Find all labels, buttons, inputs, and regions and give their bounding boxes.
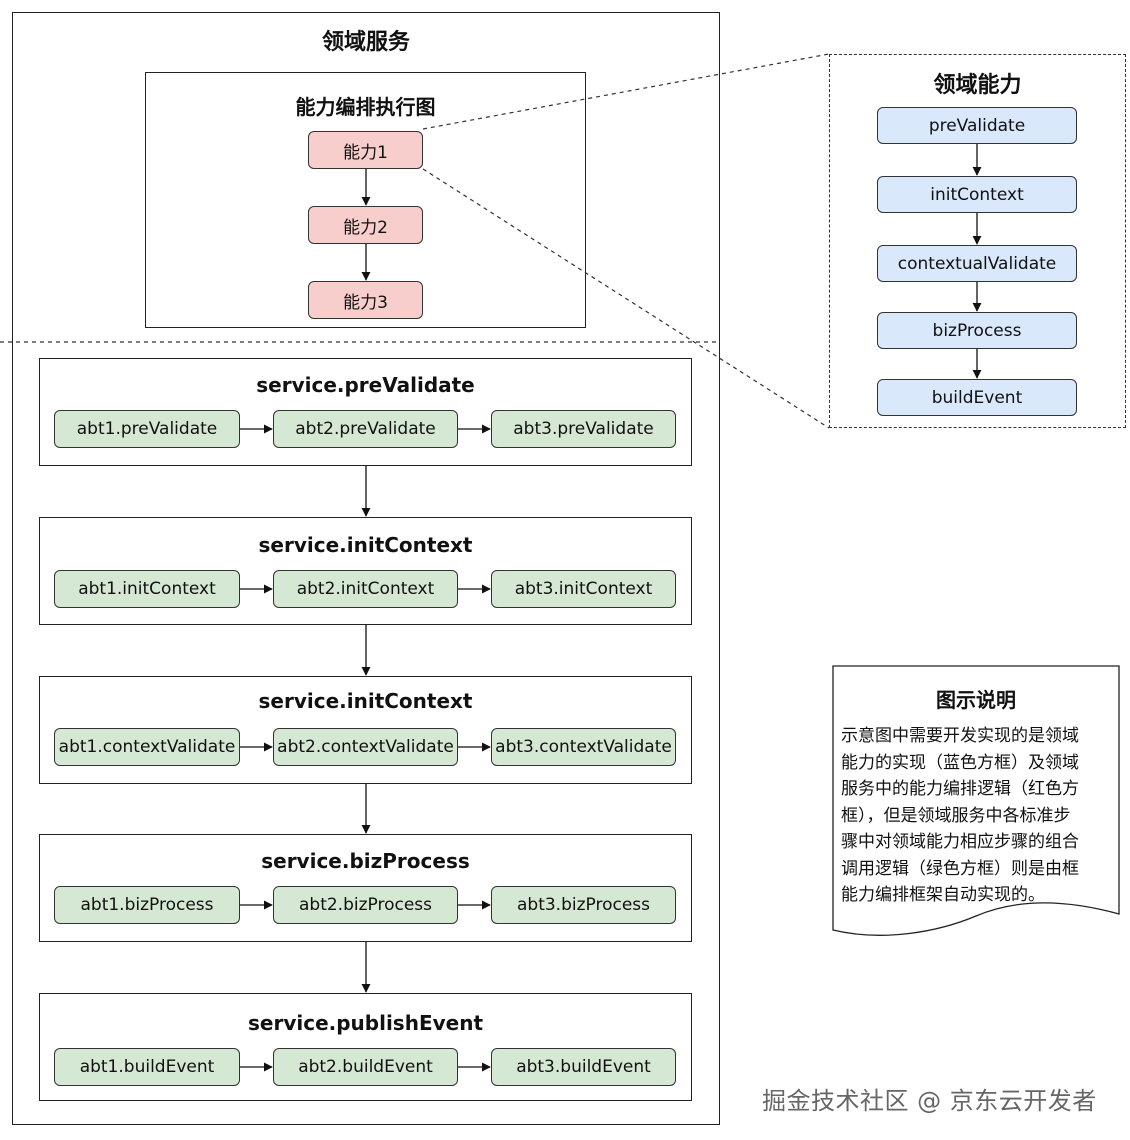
step2-item-3: abt3.initContext bbox=[491, 570, 676, 608]
step4-item-1: abt1.bizProcess bbox=[54, 886, 240, 924]
step-title-initcontext: service.initContext bbox=[258, 533, 473, 557]
step3-item-2: abt2.contextValidate bbox=[273, 728, 458, 766]
legend-line: 服务中的能力编排逻辑（红色方 bbox=[841, 779, 1079, 799]
step-title-prevalidate: service.preValidate bbox=[256, 373, 475, 397]
step3-item-3: abt3.contextValidate bbox=[491, 728, 676, 766]
step1-item-1: abt1.preValidate bbox=[54, 410, 240, 448]
step1-item-3: abt3.preValidate bbox=[491, 410, 676, 448]
ability-impl-bizprocess: bizProcess bbox=[877, 312, 1077, 349]
step2-item-1: abt1.initContext bbox=[54, 570, 240, 608]
step2-item-2: abt2.initContext bbox=[273, 570, 458, 608]
orchestration-title: 能力编排执行图 bbox=[295, 95, 436, 119]
domain-ability-title: 领域能力 bbox=[933, 73, 1022, 98]
step4-item-2: abt2.bizProcess bbox=[273, 886, 458, 924]
legend-line: 示意图中需要开发实现的是领域 bbox=[841, 726, 1079, 746]
legend-line: 能力的实现（蓝色方框）及领域 bbox=[841, 752, 1079, 773]
step5-item-2: abt2.buildEvent bbox=[273, 1048, 458, 1086]
legend-line: 能力编排框架自动实现的。 bbox=[841, 885, 1045, 905]
ability-impl-buildevent: buildEvent bbox=[877, 379, 1077, 416]
step5-item-3: abt3.buildEvent bbox=[491, 1048, 676, 1086]
ability-impl-initcontext: initContext bbox=[877, 176, 1077, 213]
watermark: 掘金技术社区 @ 京东云开发者 bbox=[762, 1087, 1097, 1115]
legend-line: 框），但是领域服务中各标准步 bbox=[841, 805, 1071, 826]
domain-service-title: 领域服务 bbox=[321, 30, 410, 55]
legend-text: 示意图中需要开发实现的是领域 能力的实现（蓝色方框）及领域 服务中的能力编排逻辑… bbox=[841, 723, 1113, 909]
legend-title: 图示说明 bbox=[936, 688, 1016, 712]
ability-node-3: 能力3 bbox=[308, 281, 423, 319]
legend-document-shape bbox=[832, 665, 1120, 936]
ability-node-1: 能力1 bbox=[308, 131, 423, 169]
step5-item-1: abt1.buildEvent bbox=[54, 1048, 240, 1086]
ability-impl-prevalidate: preValidate bbox=[877, 107, 1077, 144]
ability-impl-contextualvalidate: contextualValidate bbox=[877, 245, 1077, 282]
step-title-contextvalidate: service.initContext bbox=[258, 689, 473, 713]
legend-line: 骤中对领域能力相应步骤的组合 bbox=[841, 832, 1079, 852]
step1-item-2: abt2.preValidate bbox=[273, 410, 458, 448]
step-title-bizprocess: service.bizProcess bbox=[261, 849, 470, 873]
step-title-publishevent: service.publishEvent bbox=[247, 1011, 484, 1035]
step3-item-1: abt1.contextValidate bbox=[54, 728, 240, 766]
step4-item-3: abt3.bizProcess bbox=[491, 886, 676, 924]
ability-node-2: 能力2 bbox=[308, 206, 423, 244]
legend-line: 调用逻辑（绿色方框）则是由框 bbox=[841, 858, 1079, 879]
